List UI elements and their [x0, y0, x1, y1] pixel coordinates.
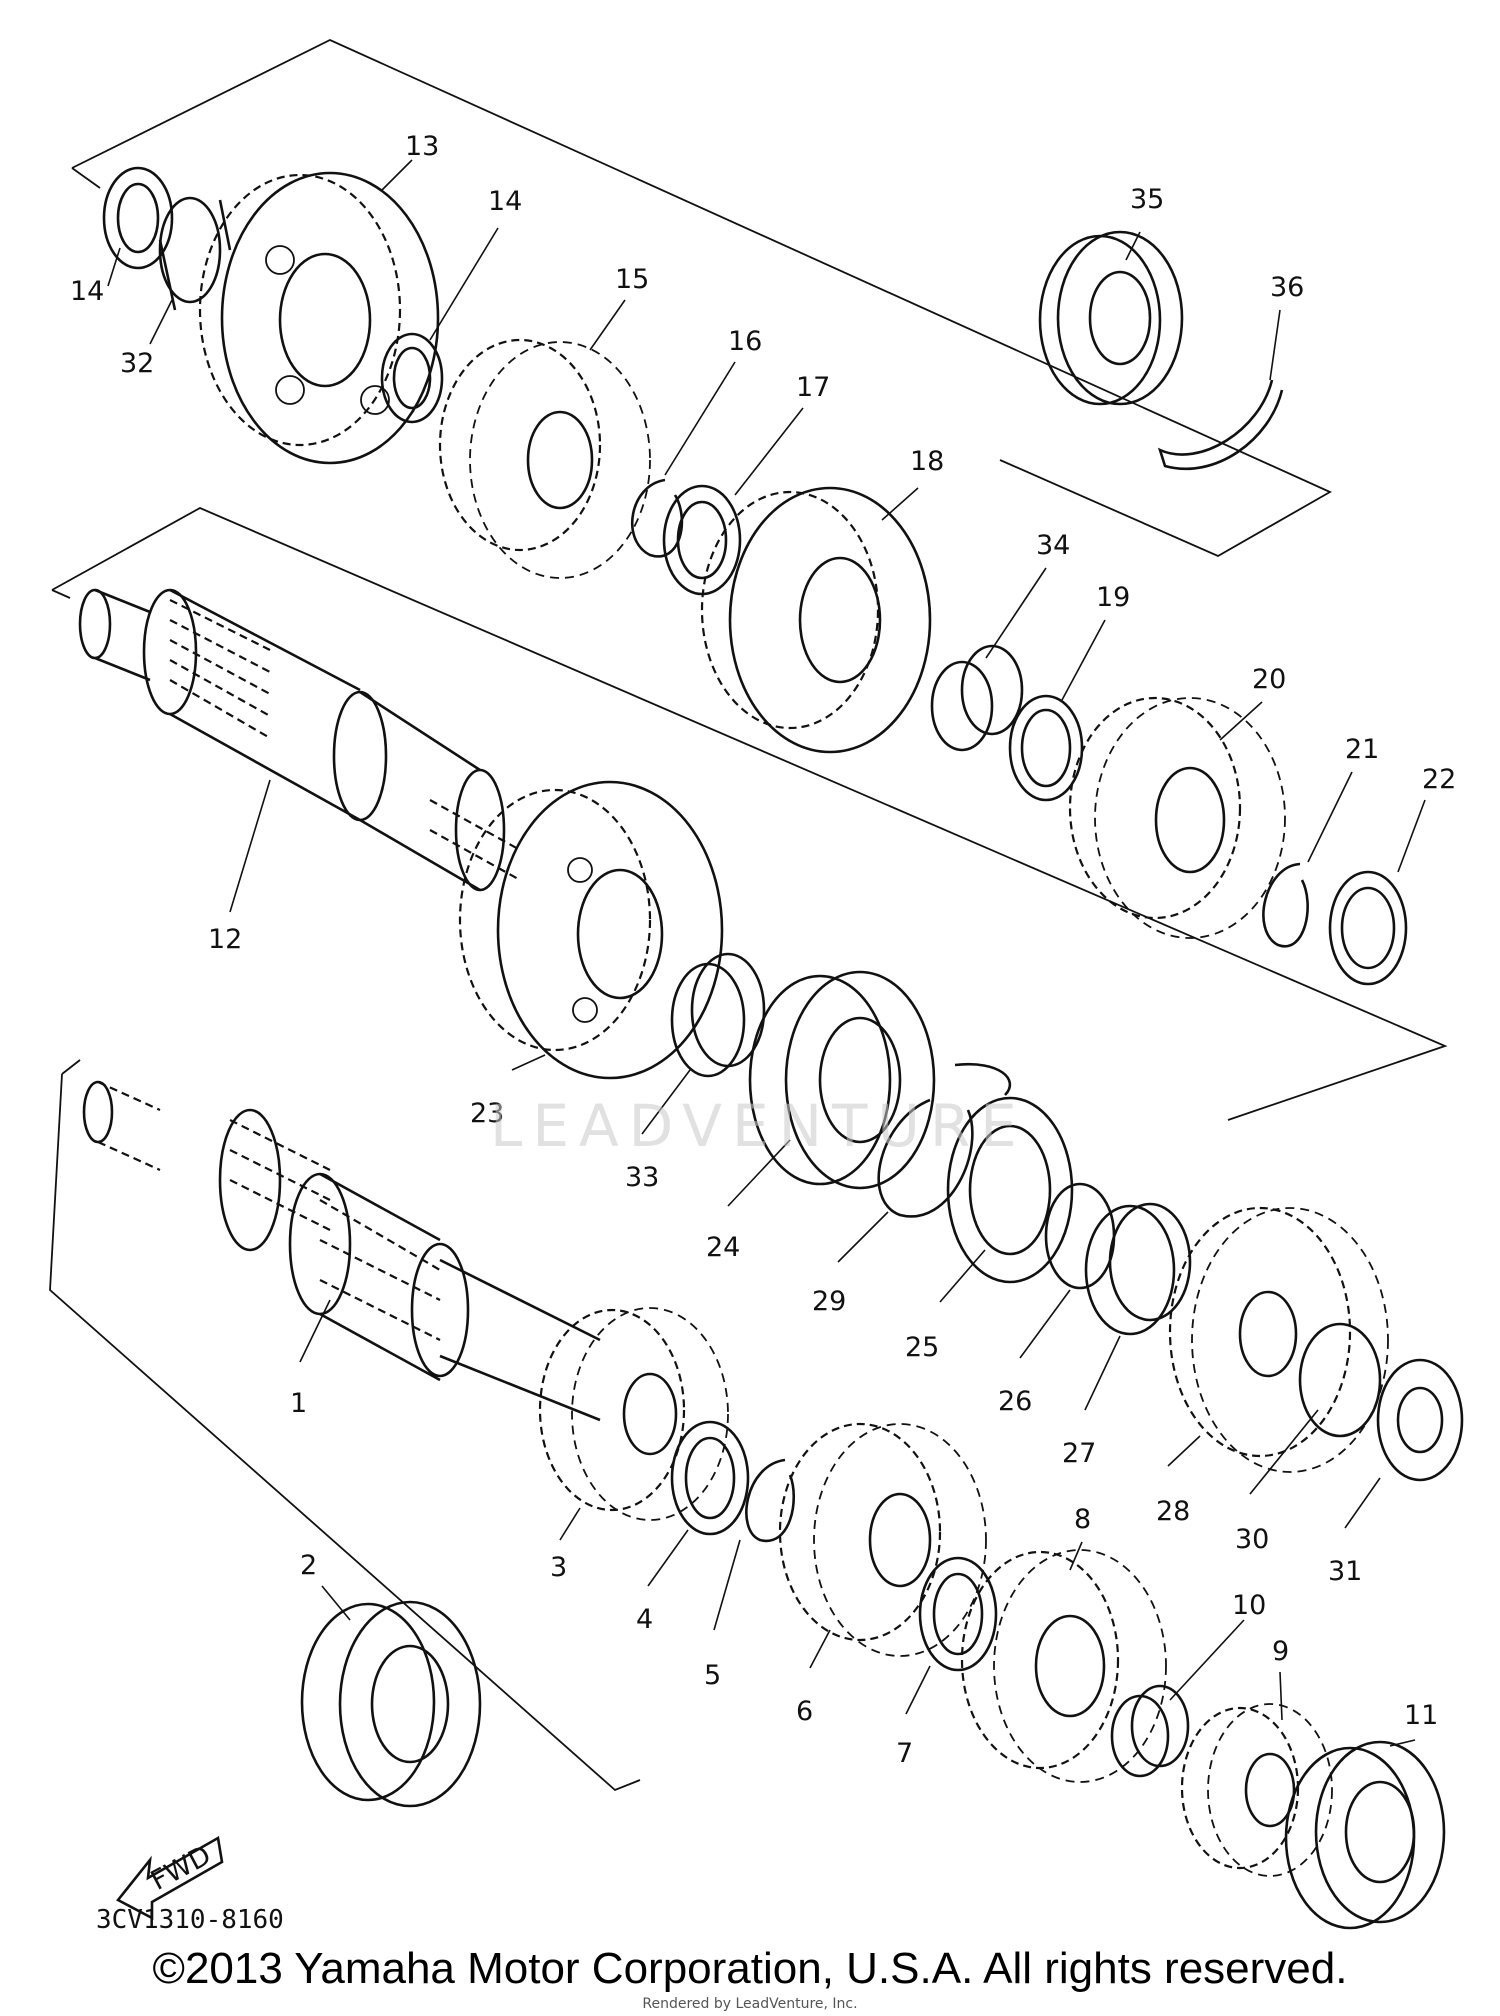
- part-label-25: 25: [905, 1332, 939, 1363]
- part-label-19: 19: [1096, 582, 1130, 613]
- part-label-18: 18: [910, 446, 944, 477]
- part-label-34: 34: [1036, 530, 1070, 561]
- drive-axle-drawing: [78, 588, 521, 892]
- part-label-1: 1: [290, 1388, 307, 1419]
- part-label-16: 16: [728, 326, 762, 357]
- drawing-code: 3CV1310-8160: [96, 1905, 284, 1935]
- part-label-11: 11: [1404, 1700, 1438, 1731]
- watermark-text: LEADVENTURE: [490, 1092, 1027, 1160]
- part-label-3: 3: [550, 1552, 567, 1583]
- part-label-24: 24: [706, 1232, 740, 1263]
- part-label-14a: 14: [70, 276, 104, 307]
- part-label-6: 6: [796, 1696, 813, 1727]
- middle-parts: [458, 780, 1464, 1482]
- part-label-8: 8: [1074, 1504, 1091, 1535]
- part-label-33: 33: [625, 1162, 659, 1193]
- part-label-4: 4: [636, 1604, 653, 1635]
- part-label-36: 36: [1270, 272, 1304, 303]
- lower-parts: [300, 1307, 1446, 1930]
- rendered-by-notice: Rendered by LeadVenture, Inc.: [642, 1996, 858, 2012]
- part-label-9: 9: [1272, 1636, 1289, 1667]
- part-label-12: 12: [208, 924, 242, 955]
- part-label-30: 30: [1235, 1524, 1269, 1555]
- group-frames: [49, 39, 1448, 1792]
- lower-group-frame: [49, 1059, 641, 1792]
- part-label-32: 32: [120, 348, 154, 379]
- part-label-22: 22: [1422, 764, 1456, 795]
- part-label-29: 29: [812, 1286, 846, 1317]
- part-label-2: 2: [300, 1550, 317, 1581]
- part-label-21: 21: [1345, 734, 1379, 765]
- part-labels: 14 32 13 14 15 16 17 18 34 19 20 21 22 3…: [70, 131, 1456, 1769]
- part-label-27: 27: [1062, 1438, 1096, 1469]
- part-label-17: 17: [796, 372, 830, 403]
- leader-lines: [107, 159, 1426, 1747]
- part-label-31: 31: [1328, 1556, 1362, 1587]
- part-label-5: 5: [704, 1660, 721, 1691]
- part-label-26: 26: [998, 1386, 1032, 1417]
- middle-group-frame: [51, 506, 1448, 1121]
- part-label-13: 13: [405, 131, 439, 162]
- part-label-14b: 14: [488, 186, 522, 217]
- upper-parts: [102, 166, 1408, 986]
- top-group-frame: [71, 39, 1332, 558]
- part-label-7: 7: [896, 1738, 913, 1769]
- main-axle-drawing: [82, 1080, 601, 1422]
- part-label-15: 15: [615, 264, 649, 295]
- fwd-label: FWD: [146, 1840, 216, 1897]
- part-label-23: 23: [470, 1098, 504, 1129]
- copyright-notice: ©2013 Yamaha Motor Corporation, U.S.A. A…: [152, 1944, 1348, 1993]
- part-label-10: 10: [1232, 1590, 1266, 1621]
- part-label-28: 28: [1156, 1496, 1190, 1527]
- part-label-20: 20: [1252, 664, 1286, 695]
- part-label-35: 35: [1130, 184, 1164, 215]
